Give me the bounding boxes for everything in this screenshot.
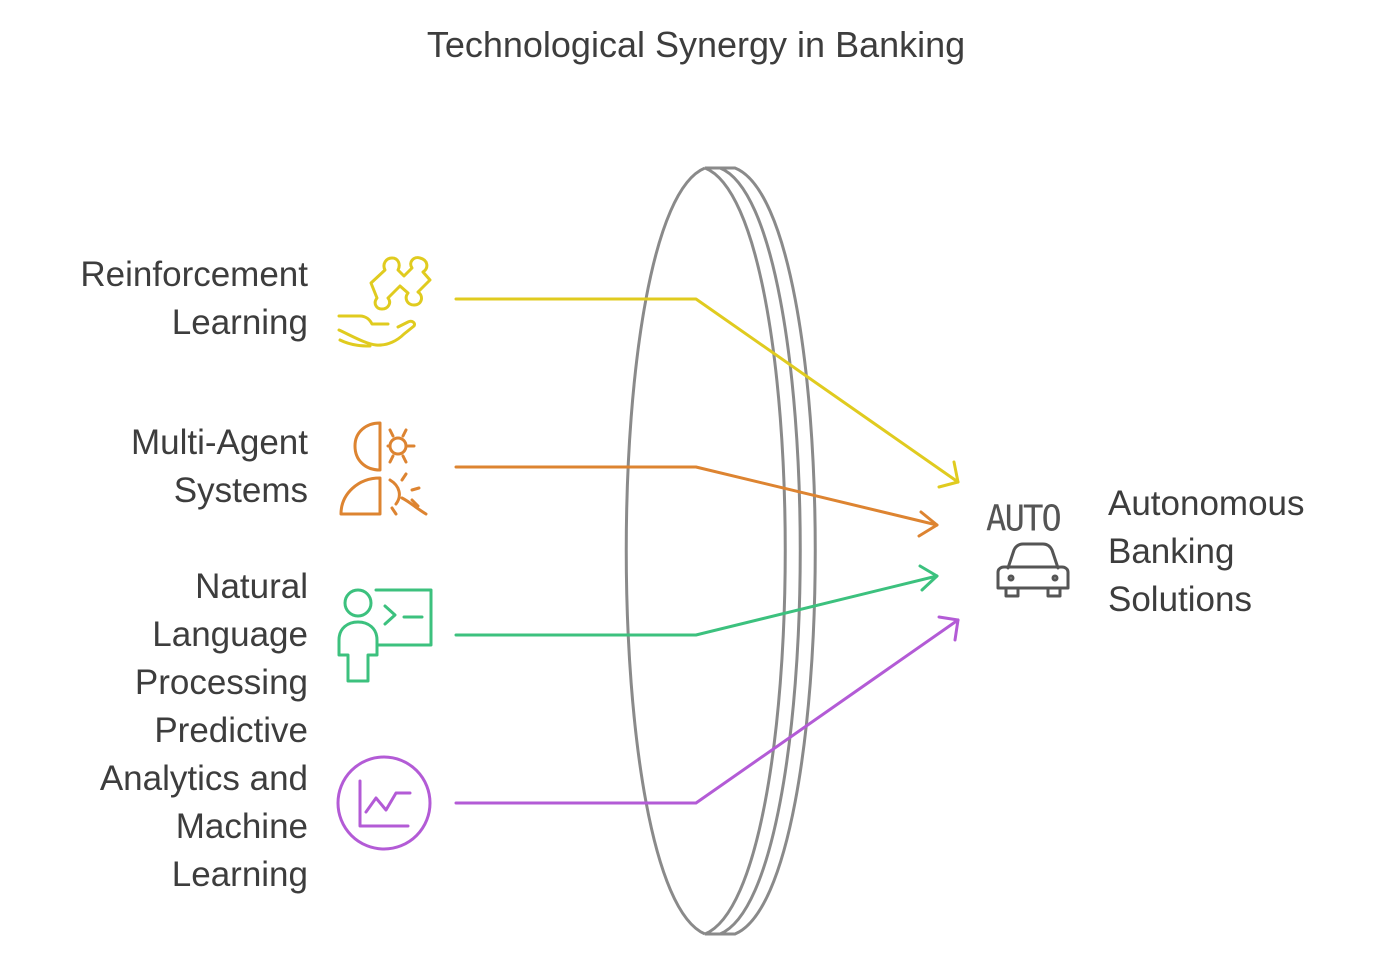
chart-circle-icon bbox=[336, 755, 432, 851]
connector-predictive-analytics bbox=[454, 615, 960, 805]
puzzle-hand-icon bbox=[337, 256, 432, 348]
diagram-title: Technological Synergy in Banking bbox=[426, 24, 966, 65]
input-label-reinforcement-learning: Reinforcement Learning bbox=[80, 255, 308, 342]
connector-nlp bbox=[454, 564, 939, 637]
auto-icon-text: AUTO bbox=[986, 498, 1062, 540]
lens-shape bbox=[624, 166, 817, 936]
head-gears-icon bbox=[339, 421, 428, 516]
input-label-predictive-analytics: Predictive Analytics and Machine Learnin… bbox=[99, 711, 308, 894]
input-label-nlp: Natural Language Processing bbox=[134, 567, 308, 702]
input-label-multi-agent-systems: Multi-Agent Systems bbox=[130, 423, 308, 510]
person-terminal-icon bbox=[337, 588, 433, 683]
output-label-autonomous-banking: Autonomous Banking Solutions bbox=[1108, 484, 1305, 619]
connector-reinforcement-learning bbox=[454, 297, 960, 489]
connector-multi-agent-systems bbox=[454, 465, 939, 538]
car-icon bbox=[996, 542, 1070, 598]
